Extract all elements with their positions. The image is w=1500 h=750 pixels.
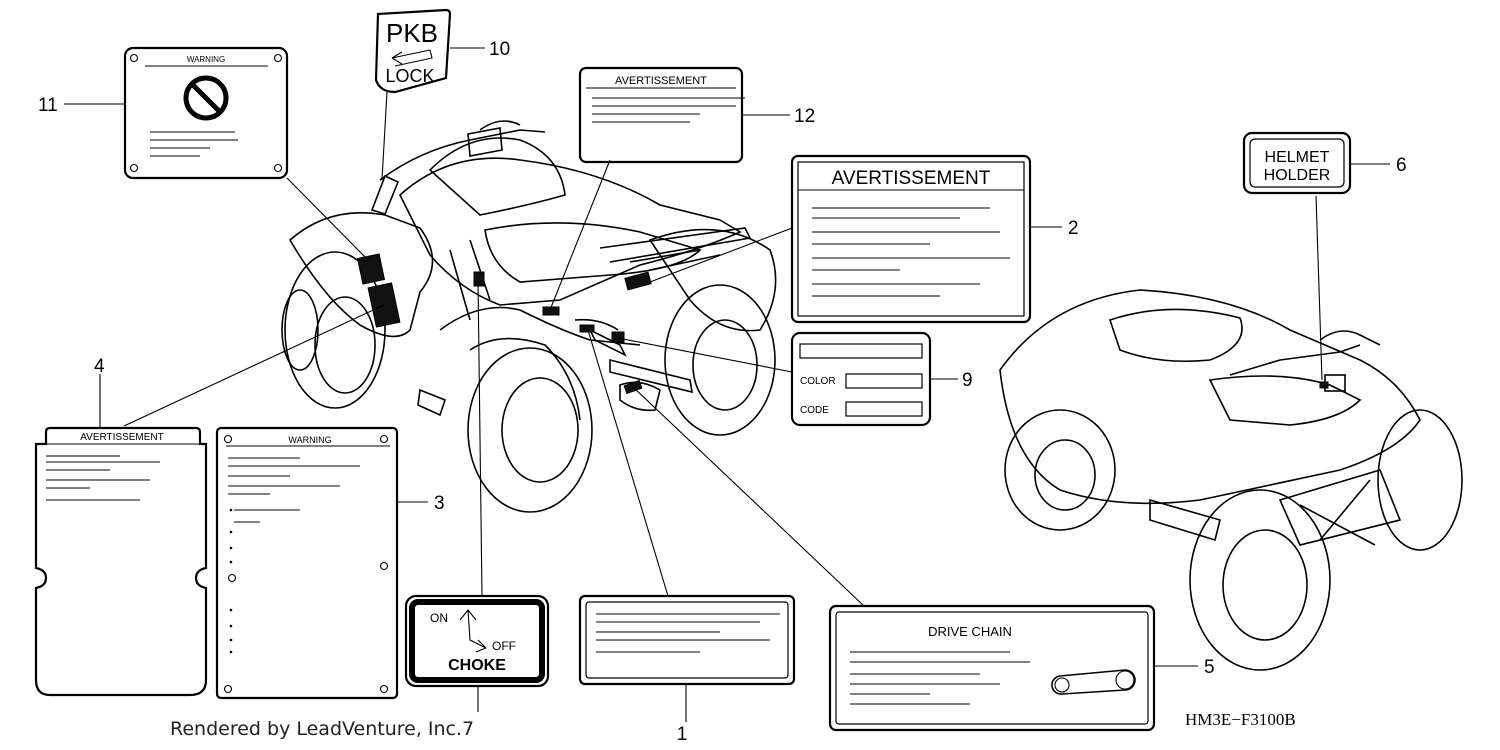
- label-9-color-code: COLOR CODE: [790, 331, 932, 427]
- label-6-helmet-holder: HELMET HOLDER: [1242, 131, 1352, 195]
- label-1-plain: [578, 594, 796, 686]
- callout-1: 1: [677, 724, 688, 745]
- label-2-title: AVERTISSEMENT: [832, 168, 991, 189]
- callout-7: 7: [462, 718, 475, 740]
- callout-5: 5: [1204, 657, 1215, 678]
- label-12-title: AVERTISSEMENT: [615, 75, 707, 87]
- code-text: CODE: [800, 405, 829, 416]
- holder-text: HOLDER: [1264, 167, 1331, 184]
- callout-9: 9: [962, 370, 973, 391]
- label-10-pkb-lock: PKB LOCK: [374, 8, 452, 94]
- drive-chain-title: DRIVE CHAIN: [928, 624, 1012, 639]
- credit-label: Rendered by LeadVenture, Inc.: [170, 718, 463, 740]
- label-2-avertissement: AVERTISSEMENT: [790, 154, 1032, 324]
- choke-off-text: OFF: [492, 639, 516, 653]
- lock-text: LOCK: [385, 66, 434, 86]
- atv-rear-view: [999, 289, 1463, 671]
- choke-text: CHOKE: [448, 657, 506, 674]
- label-12-avertissement: AVERTISSEMENT: [578, 66, 745, 164]
- label-4-avertissement: AVERTISSEMENT: [34, 426, 208, 697]
- label-3-warning: WARNING: [215, 426, 399, 700]
- label-11-warning-text: WARNING: [187, 55, 225, 64]
- choke-on-text: ON: [430, 611, 448, 625]
- helmet-text: HELMET: [1265, 149, 1330, 166]
- credit-text: Rendered by LeadVenture, Inc.7: [170, 718, 474, 740]
- figure-code: HM3E−F3100B: [1185, 710, 1296, 729]
- callout-3: 3: [434, 493, 445, 514]
- color-text: COLOR: [800, 376, 836, 387]
- callout-10: 10: [489, 39, 510, 60]
- callout-4: 4: [94, 356, 105, 377]
- label-11-warning: WARNING: [123, 46, 289, 180]
- label-4-title: AVERTISSEMENT: [80, 432, 164, 443]
- label-7-choke: ON OFF CHOKE: [404, 594, 550, 688]
- callout-12: 12: [794, 106, 815, 127]
- label-5-drive-chain: DRIVE CHAIN: [828, 604, 1156, 732]
- callout-11: 11: [38, 95, 58, 116]
- pkb-text: PKB: [386, 18, 438, 48]
- label-3-title: WARNING: [288, 435, 331, 445]
- leader-lines: [64, 47, 1390, 722]
- callouts: 1 2 3 4 5 6 9 10 11 12: [38, 39, 1407, 745]
- callout-6: 6: [1396, 155, 1407, 176]
- callout-2: 2: [1068, 218, 1079, 239]
